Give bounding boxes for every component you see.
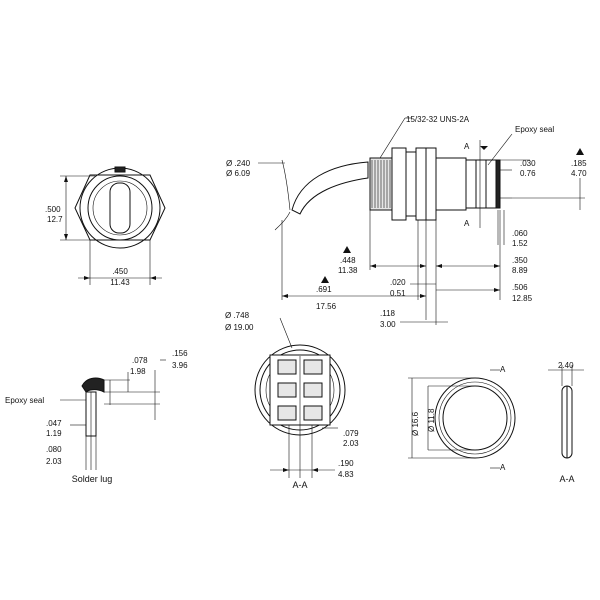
dim-185: .185 — [571, 159, 587, 168]
dim-203b: 2.03 — [46, 457, 62, 466]
dim-118b: Ø 11.8 — [427, 408, 436, 432]
dim-450: .450 — [112, 267, 128, 276]
side-view-lever — [291, 161, 369, 215]
epoxy-seal-left-label: Epoxy seal — [5, 396, 44, 405]
dim-448: .448 — [340, 256, 356, 265]
solder-lug-view: .078 1.98 .156 3.96 Epoxy seal .047 1.19… — [5, 349, 188, 484]
dim-203: 2.03 — [343, 439, 359, 448]
rear-view-terminal-grid — [277, 359, 323, 421]
section-aa-rear: A-A — [292, 480, 307, 490]
solder-lug-label: Solder lug — [72, 474, 113, 484]
dim-1143: 11.43 — [110, 278, 130, 287]
dim-078: .078 — [132, 356, 148, 365]
seal-ring-outer — [434, 377, 516, 459]
thread-spec-label: 15/32-32 UNS-2A — [406, 115, 470, 124]
dim-396: 3.96 — [172, 361, 188, 370]
section-a-ring-top: A — [500, 365, 506, 374]
dim-079: .079 — [343, 429, 359, 438]
section-a-ring-bottom: A — [500, 463, 506, 472]
dim-030: .030 — [520, 159, 536, 168]
dim-051: 0.51 — [390, 289, 406, 298]
rear-view: Ø .748 Ø 19.00 A-A .079 2.03 .190 4.83 — [225, 311, 359, 490]
dim-240: Ø .240 — [226, 159, 251, 168]
seal-ring-inner — [442, 385, 508, 451]
dim-166: Ø 16.6 — [411, 411, 420, 436]
dim-190: .190 — [338, 459, 354, 468]
dim-1756: 17.56 — [316, 302, 337, 311]
front-view-lever — [109, 182, 131, 234]
dim-506: .506 — [512, 283, 528, 292]
front-view: .500 12.7 .450 11.43 — [45, 166, 166, 287]
dim-1900: Ø 19.00 — [225, 323, 254, 332]
dim-691: .691 — [316, 285, 332, 294]
dim-300: 3.00 — [380, 320, 396, 329]
dim-1138: 11.38 — [338, 266, 358, 275]
section-a-bottom: A — [464, 219, 470, 228]
section-a-top: A — [464, 142, 470, 151]
solder-lug-hook — [81, 377, 105, 393]
dim-748: Ø .748 — [225, 311, 250, 320]
side-view-nut — [391, 147, 407, 221]
side-view: A A 15/32-32 UNS-2A Epoxy seal Ø .240 Ø … — [226, 115, 587, 329]
front-view-inner-ring — [87, 175, 153, 241]
dim-152: 1.52 — [512, 239, 528, 248]
dim-119: 1.19 — [46, 429, 62, 438]
dim-470: 4.70 — [571, 169, 587, 178]
dim-060: .060 — [512, 229, 528, 238]
epoxy-seal-top-label: Epoxy seal — [515, 125, 554, 134]
dim-156: .156 — [172, 349, 188, 358]
dim-500: .500 — [45, 205, 61, 214]
dim-118: .118 — [380, 309, 396, 318]
side-view-terminals — [465, 159, 497, 209]
dim-483: 4.83 — [338, 470, 354, 479]
dim-047: .047 — [46, 419, 62, 428]
dim-127: 12.7 — [47, 215, 63, 224]
dim-076: 0.76 — [520, 169, 536, 178]
thread-lines — [371, 160, 391, 208]
seal-ring-view: A A Ø 16.6 Ø 11.8 2.40 A-A — [408, 361, 584, 484]
dim-350: .350 — [512, 256, 528, 265]
dim-020: .020 — [390, 278, 406, 287]
dim-889: 8.89 — [512, 266, 528, 275]
dim-240b: 2.40 — [558, 361, 574, 370]
dim-609: Ø 6.09 — [226, 169, 251, 178]
dim-1285: 12.85 — [512, 294, 533, 303]
dim-198: 1.98 — [130, 367, 146, 376]
dim-080: .080 — [46, 445, 62, 454]
section-aa-ring: A-A — [559, 474, 574, 484]
